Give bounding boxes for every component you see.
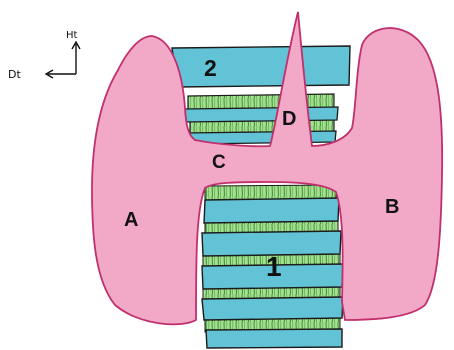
orientation-axes: Ht Dt bbox=[8, 30, 80, 81]
label-lobe-a: A bbox=[124, 209, 138, 231]
label-pyramidal-d: D bbox=[282, 108, 296, 130]
label-lobe-b: B bbox=[385, 196, 399, 218]
upper-blue-band bbox=[172, 46, 350, 87]
lower-blue-band bbox=[204, 198, 339, 223]
upper-stack bbox=[172, 46, 350, 144]
axis-label-vertical: Ht bbox=[66, 30, 78, 41]
label-structure-2: 2 bbox=[204, 55, 217, 81]
label-isthmus-c: C bbox=[212, 152, 226, 173]
label-structure-1: 1 bbox=[266, 251, 282, 282]
lower-blue-band bbox=[206, 329, 342, 348]
axis-label-horizontal: Dt bbox=[8, 68, 21, 81]
lower-blue-band bbox=[202, 297, 343, 320]
upper-blue-band bbox=[184, 107, 338, 122]
